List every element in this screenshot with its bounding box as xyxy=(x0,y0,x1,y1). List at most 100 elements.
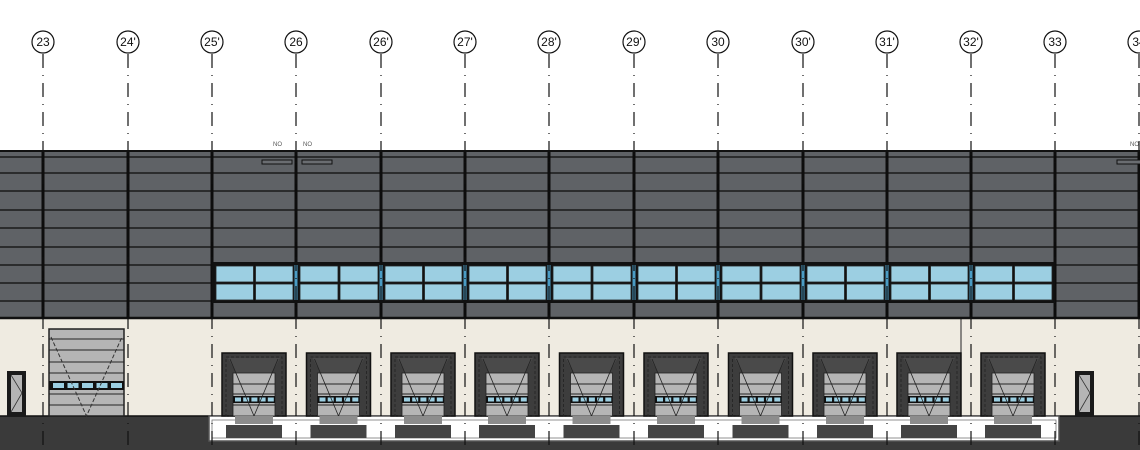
wall-vent-icon xyxy=(261,159,293,165)
dock-door-window xyxy=(1018,397,1025,402)
grid-bubble-icon xyxy=(116,30,140,54)
grid-bubble-icon xyxy=(453,30,477,54)
dock-bumper-block xyxy=(395,425,451,438)
glazing-pane xyxy=(761,265,801,283)
personnel-door-swing xyxy=(1078,374,1091,413)
dock-door-window xyxy=(259,397,266,402)
dock-door-window xyxy=(681,397,688,402)
grid-bubble-icon xyxy=(284,30,308,54)
glazing-pane xyxy=(468,265,507,283)
personnel-door-swing xyxy=(10,374,23,413)
window-mullion xyxy=(801,265,805,300)
dock-door-window xyxy=(235,397,241,402)
dock-leveller xyxy=(235,416,273,424)
dock-door-window xyxy=(657,397,663,402)
dock-door-window xyxy=(766,397,773,402)
dock-leveller xyxy=(994,416,1032,424)
dock-bumper-block xyxy=(817,425,873,438)
dock-leveller xyxy=(488,416,526,424)
dock-door-window xyxy=(1026,397,1033,402)
grid-label: 32' xyxy=(963,35,979,49)
dock-door-window xyxy=(834,397,841,402)
personnel-door-leaf xyxy=(11,375,22,412)
large-door-swing-lines xyxy=(50,336,123,418)
dock-door-window xyxy=(749,397,756,402)
grid-label: 31' xyxy=(879,35,895,49)
dock-door-window xyxy=(496,397,503,402)
window-mullion xyxy=(885,265,889,300)
glazing-pane xyxy=(974,265,1013,283)
window-mullion xyxy=(463,265,467,300)
glazing-pane xyxy=(508,265,547,283)
glazing-pane xyxy=(552,265,592,283)
glazing-pane xyxy=(761,283,801,301)
dock-door-window xyxy=(512,397,519,402)
grid-bubble-icon xyxy=(1127,30,1140,54)
dock-shelter-head xyxy=(312,358,365,373)
glazing-pane xyxy=(255,283,294,301)
window-mullion xyxy=(716,265,720,300)
dock-door-window xyxy=(1010,397,1017,402)
dock-door-window xyxy=(850,397,857,402)
grid-bubble-icon xyxy=(1043,30,1067,54)
dock-leveller xyxy=(741,416,780,424)
doors xyxy=(7,328,1094,442)
glazing-pane xyxy=(677,283,716,301)
dock-door-panel xyxy=(232,372,276,417)
dock-door-window xyxy=(488,397,494,402)
grid-bubble-icon xyxy=(622,30,646,54)
dock-leveller xyxy=(572,416,611,424)
dock-door-panel xyxy=(907,372,951,417)
dock-door-panel xyxy=(401,372,445,417)
glazing-pane xyxy=(215,265,254,283)
dock-door-window xyxy=(757,397,764,402)
window-mullion xyxy=(969,265,973,300)
dock-leveller xyxy=(826,416,864,424)
glazing-pane xyxy=(424,283,463,301)
grid-bubble-icon xyxy=(31,30,55,54)
dock-door-window xyxy=(520,397,527,402)
glazing-pane xyxy=(677,265,716,283)
dock-door-panel xyxy=(485,372,529,417)
annotation-label: NO xyxy=(303,142,312,148)
glazing-pane xyxy=(890,283,929,301)
grid-bubble-icon xyxy=(369,30,393,54)
dock-leveller xyxy=(404,416,442,424)
dock-door-window xyxy=(934,397,941,402)
glazing-pane xyxy=(255,265,294,283)
glazing-pane xyxy=(637,283,676,301)
dock-bumper-block xyxy=(226,425,282,438)
dock-door-window xyxy=(689,397,696,402)
dock-shelter-head xyxy=(650,358,702,373)
grid-bubble-icon xyxy=(875,30,899,54)
dock-shelter-head xyxy=(734,358,787,373)
dock-leveller xyxy=(910,416,948,424)
glazing-pane xyxy=(721,265,761,283)
grid-label: 27' xyxy=(457,35,473,49)
grid-label: 28' xyxy=(541,35,557,49)
grid-label: 33 xyxy=(1048,35,1062,49)
dock-door-window xyxy=(572,397,579,402)
glazing-pane xyxy=(846,283,885,301)
dock-door-window xyxy=(858,397,865,402)
glazing-pane xyxy=(384,265,423,283)
grid-label: 30 xyxy=(711,35,725,49)
dock-door-window xyxy=(665,397,672,402)
dock-door-panel xyxy=(570,372,613,417)
glazing-pane xyxy=(890,265,929,283)
dock-door-window xyxy=(597,397,604,402)
glazing-pane xyxy=(299,265,339,283)
dock-door-window xyxy=(774,397,781,402)
glazing-pane xyxy=(930,283,969,301)
glazing-pane xyxy=(930,265,969,283)
glazing-pane xyxy=(508,283,547,301)
glazing-pane xyxy=(424,265,463,283)
dock-door-window xyxy=(1002,397,1009,402)
dock-door-panel xyxy=(654,372,698,417)
glazing-pane xyxy=(974,283,1013,301)
glazing-pane xyxy=(592,265,632,283)
wall-vent-icon xyxy=(1116,159,1140,165)
dock-bumper-block xyxy=(648,425,704,438)
glazing-pane xyxy=(339,265,379,283)
